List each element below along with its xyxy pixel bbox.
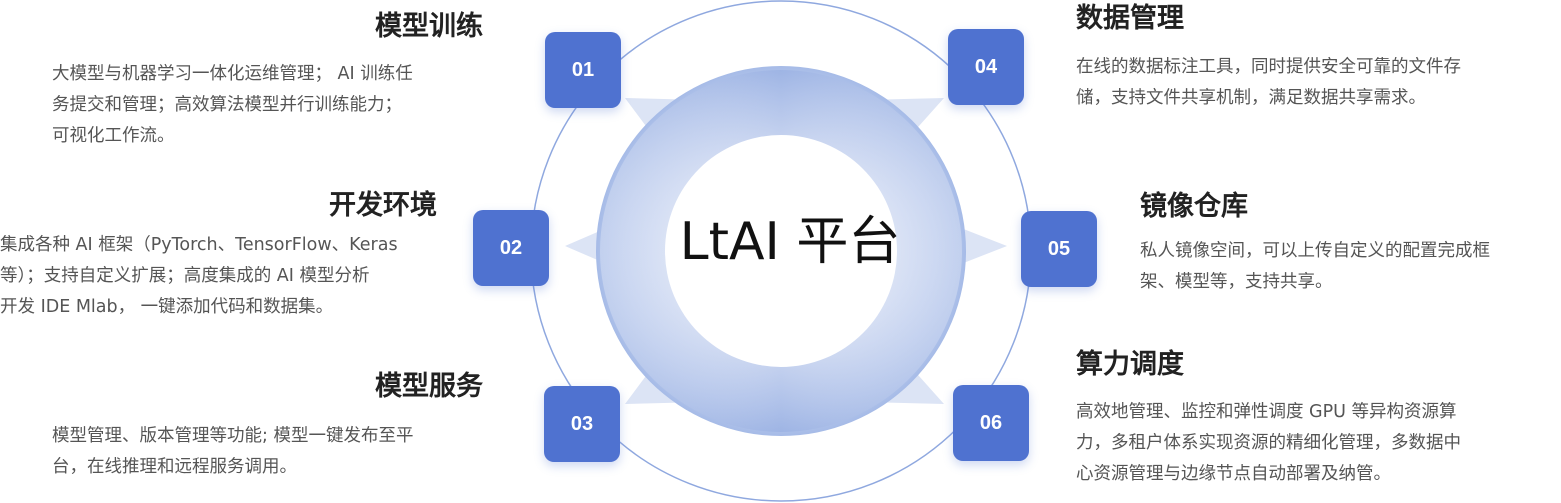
platform-title: LtAI 平台 xyxy=(679,212,901,272)
inner-circle xyxy=(665,135,897,367)
feature-desc-data: 在线的数据标注工具，同时提供安全可靠的文件存 储，支持文件共享机制，满足数据共享… xyxy=(1076,57,1461,108)
badge-03: 03 xyxy=(544,386,620,462)
badge-02: 02 xyxy=(473,210,549,286)
feature-desc-devenv: 集成各种 AI 框架（PyTorch、TensorFlow、Keras 等）；支… xyxy=(0,235,398,317)
feature-title-data: 数据管理 xyxy=(1076,3,1184,34)
badge-06: 06 xyxy=(953,385,1029,461)
feature-desc-serving: 模型管理、版本管理等功能; 模型一键发布至平 台，在线推理和远程服务调用。 xyxy=(52,426,414,477)
feature-desc-registry: 私人镜像空间，可以上传自定义的配置完成框 架、模型等，支持共享。 xyxy=(1140,241,1490,292)
feature-title-training: 模型训练 xyxy=(375,11,483,42)
feature-title-compute: 算力调度 xyxy=(1076,349,1184,380)
badge-01: 01 xyxy=(545,32,621,108)
feature-title-devenv: 开发环境 xyxy=(329,190,437,221)
badge-04: 04 xyxy=(948,29,1024,105)
feature-desc-training: 大模型与机器学习一体化运维管理； AI 训练任 务提交和管理；高效算法模型并行训… xyxy=(52,64,413,146)
badge-05: 05 xyxy=(1021,211,1097,287)
feature-title-registry: 镜像仓库 xyxy=(1140,191,1248,222)
feature-desc-compute: 高效地管理、监控和弹性调度 GPU 等异构资源算 力，多租户体系实现资源的精细化… xyxy=(1076,402,1461,484)
feature-title-serving: 模型服务 xyxy=(375,371,483,402)
